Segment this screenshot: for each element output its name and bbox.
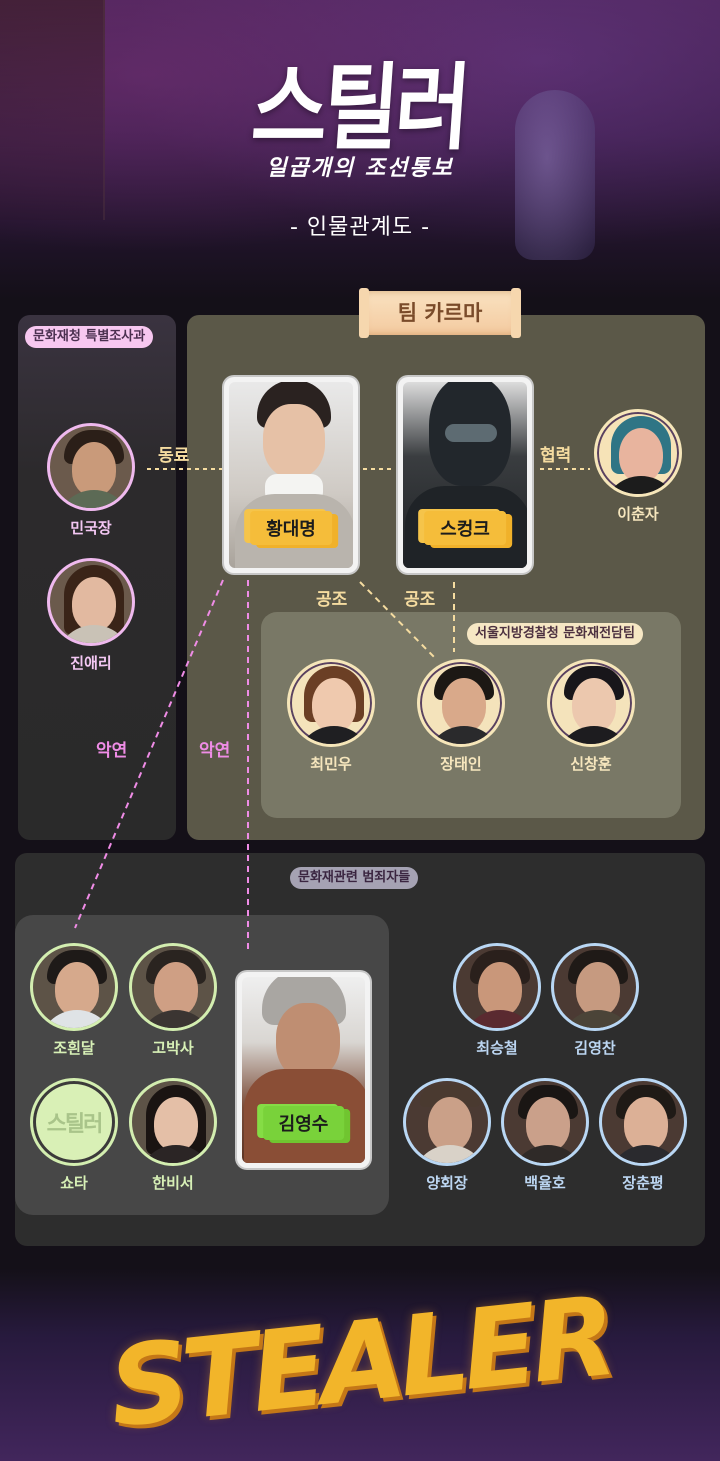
character-name: 양회장 — [426, 1174, 468, 1192]
portrait-icon — [129, 943, 217, 1031]
character-jang-chunpyung[interactable]: 장춘평 — [598, 1078, 688, 1193]
portrait-icon — [453, 943, 541, 1031]
character-name: 장태인 — [440, 755, 482, 773]
background-cabinet — [0, 0, 105, 220]
character-name: 최민우 — [310, 755, 352, 773]
character-jang-taein[interactable]: 장태인 — [416, 659, 506, 774]
character-name: 고박사 — [152, 1039, 194, 1057]
character-name: 이춘자 — [617, 505, 659, 523]
character-lee-chunja[interactable]: 이춘자 — [593, 409, 683, 524]
character-name: 스컹크 — [424, 511, 506, 545]
character-name: 최승철 — [476, 1039, 518, 1057]
portrait-icon — [47, 423, 135, 511]
portrait-icon — [129, 1078, 217, 1166]
character-baek-yulho[interactable]: 백율호 — [500, 1078, 590, 1193]
footer-background — [0, 1268, 720, 1461]
character-shota[interactable]: 스틸러 쇼타 — [29, 1078, 119, 1193]
show-logo-icon: 스틸러 — [33, 1081, 115, 1163]
character-name: 민국장 — [70, 519, 112, 537]
character-card-hwang-daemyung[interactable]: 황대명 — [224, 377, 358, 573]
police-team-tag: 서울지방경찰청 문화재전담팀 — [467, 623, 644, 645]
show-subtitle: 일곱개의 조선통보 — [266, 155, 454, 181]
character-min-gukjang[interactable]: 민국장 — [46, 423, 136, 538]
criminals-tag: 문화재관련 범죄자들 — [290, 867, 419, 889]
character-han-biseo[interactable]: 한비서 — [128, 1078, 218, 1193]
character-yang-hoejang[interactable]: 양회장 — [402, 1078, 492, 1193]
character-name: 황대명 — [250, 511, 332, 545]
relation-bad-blood-2: 악연 — [199, 741, 231, 761]
placeholder-portrait: 스틸러 — [30, 1078, 118, 1166]
page-title: - 인물관계도 - — [289, 215, 431, 240]
portrait-icon — [403, 1078, 491, 1166]
portrait-icon — [547, 659, 635, 747]
portrait-icon — [501, 1078, 589, 1166]
portrait-icon — [417, 659, 505, 747]
team-karma-banner: 팀 카르마 — [359, 288, 521, 338]
portrait-icon — [594, 409, 682, 497]
portrait-icon — [551, 943, 639, 1031]
relation-colleague: 동료 — [158, 446, 190, 466]
character-name: 김영수 — [262, 1106, 345, 1140]
portrait-icon — [30, 943, 118, 1031]
portrait-icon — [47, 558, 135, 646]
relation-collusion-1: 공조 — [316, 590, 348, 610]
relation-cooperation: 협력 — [540, 446, 572, 466]
character-name: 한비서 — [152, 1174, 194, 1192]
relation-bad-blood-1: 악연 — [96, 741, 128, 761]
character-name: 장춘평 — [622, 1174, 664, 1192]
character-name: 진애리 — [70, 654, 112, 672]
character-name: 쇼타 — [60, 1174, 88, 1192]
character-card-kim-youngsu[interactable]: 김영수 — [237, 972, 370, 1168]
character-kim-youngchan[interactable]: 김영찬 — [550, 943, 640, 1058]
relation-collusion-2: 공조 — [404, 590, 436, 610]
portrait-icon — [599, 1078, 687, 1166]
character-choi-seungchul[interactable]: 최승철 — [452, 943, 542, 1058]
character-shin-changhoon[interactable]: 신창훈 — [546, 659, 636, 774]
background-vase — [515, 90, 595, 260]
character-choi-minwoo[interactable]: 최민우 — [286, 659, 376, 774]
character-jin-aeri[interactable]: 진애리 — [46, 558, 136, 673]
character-card-skunk[interactable]: 스컹크 — [398, 377, 532, 573]
character-go-baksa[interactable]: 고박사 — [128, 943, 218, 1058]
character-name: 신창훈 — [570, 755, 612, 773]
character-name: 조흰달 — [53, 1039, 95, 1057]
hero-banner: 스틸러 일곱개의 조선통보 - 인물관계도 - — [0, 0, 720, 300]
character-jo-heundal[interactable]: 조흰달 — [29, 943, 119, 1058]
character-name: 김영찬 — [574, 1039, 616, 1057]
cultural-agency-tag: 문화재청 특별조사과 — [25, 326, 154, 348]
character-name: 백율호 — [524, 1174, 566, 1192]
portrait-icon — [287, 659, 375, 747]
